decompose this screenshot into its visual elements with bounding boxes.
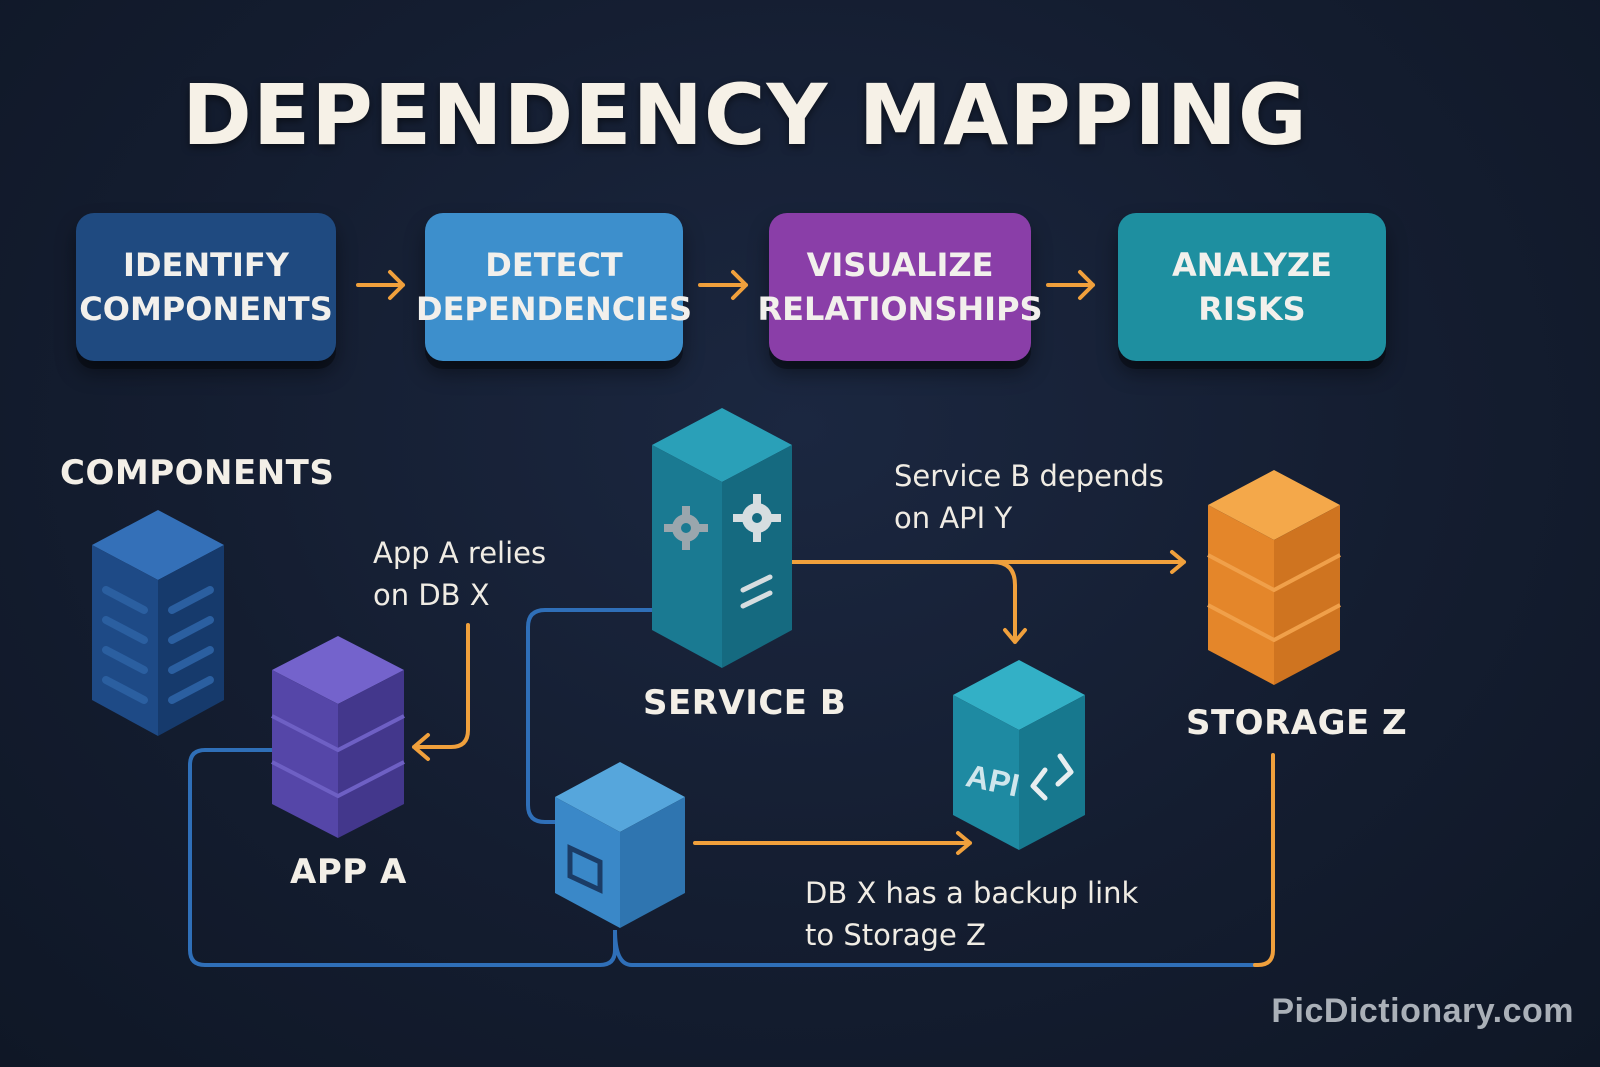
step-arrows — [356, 270, 1095, 300]
db-box — [555, 762, 685, 928]
annotation-app-relies: App A relies on DB X — [373, 536, 547, 612]
database-stack-icon — [1207, 470, 1341, 685]
code-brackets-icon — [1030, 753, 1074, 801]
storage-backup-line — [1253, 753, 1275, 967]
gear-icon — [733, 494, 781, 542]
step-visualize-relationships: VISUALIZE RELATIONSHIPS — [757, 213, 1043, 361]
connector-app-loop — [188, 748, 617, 967]
annotation-service-depends: Service B depends on API Y — [894, 459, 1164, 535]
step-analyze-risks: ANALYZE RISKS — [1118, 213, 1386, 361]
step-detect-dependencies: DETECT DEPENDENCIES — [416, 213, 692, 361]
components-label: COMPONENTS — [60, 453, 335, 493]
step-arrow-2 — [698, 270, 748, 300]
watermark: PicDictionary.com — [1271, 992, 1574, 1030]
step-identify-components: IDENTIFY COMPONENTS — [76, 213, 336, 361]
arrow-db-api — [693, 831, 972, 855]
annotation-db-backup: DB X has a backup link to Storage Z — [805, 876, 1139, 952]
step-arrow-3 — [1046, 270, 1095, 300]
storage-z-label: STORAGE Z — [1186, 703, 1408, 743]
connector-storage-loop — [613, 929, 1255, 967]
connector-service-db — [526, 608, 652, 824]
page-title: DEPENDENCY MAPPING — [182, 66, 1308, 164]
arrow-service-storage — [790, 550, 1186, 574]
arrow-service-api — [991, 560, 1027, 644]
window-icon — [567, 844, 603, 894]
service-box — [652, 408, 792, 668]
database-stack-icon — [271, 636, 405, 838]
step-arrow-1 — [356, 270, 405, 300]
arrow-app-relies — [412, 623, 470, 761]
api-box: API — [953, 660, 1085, 850]
gear-icon — [664, 506, 708, 550]
app-a-label: APP A — [290, 852, 407, 892]
connector-lines — [188, 608, 1255, 967]
service-b-label: SERVICE B — [643, 683, 847, 723]
dependency-arrows — [412, 550, 1275, 967]
server-stack-icon — [92, 510, 224, 736]
